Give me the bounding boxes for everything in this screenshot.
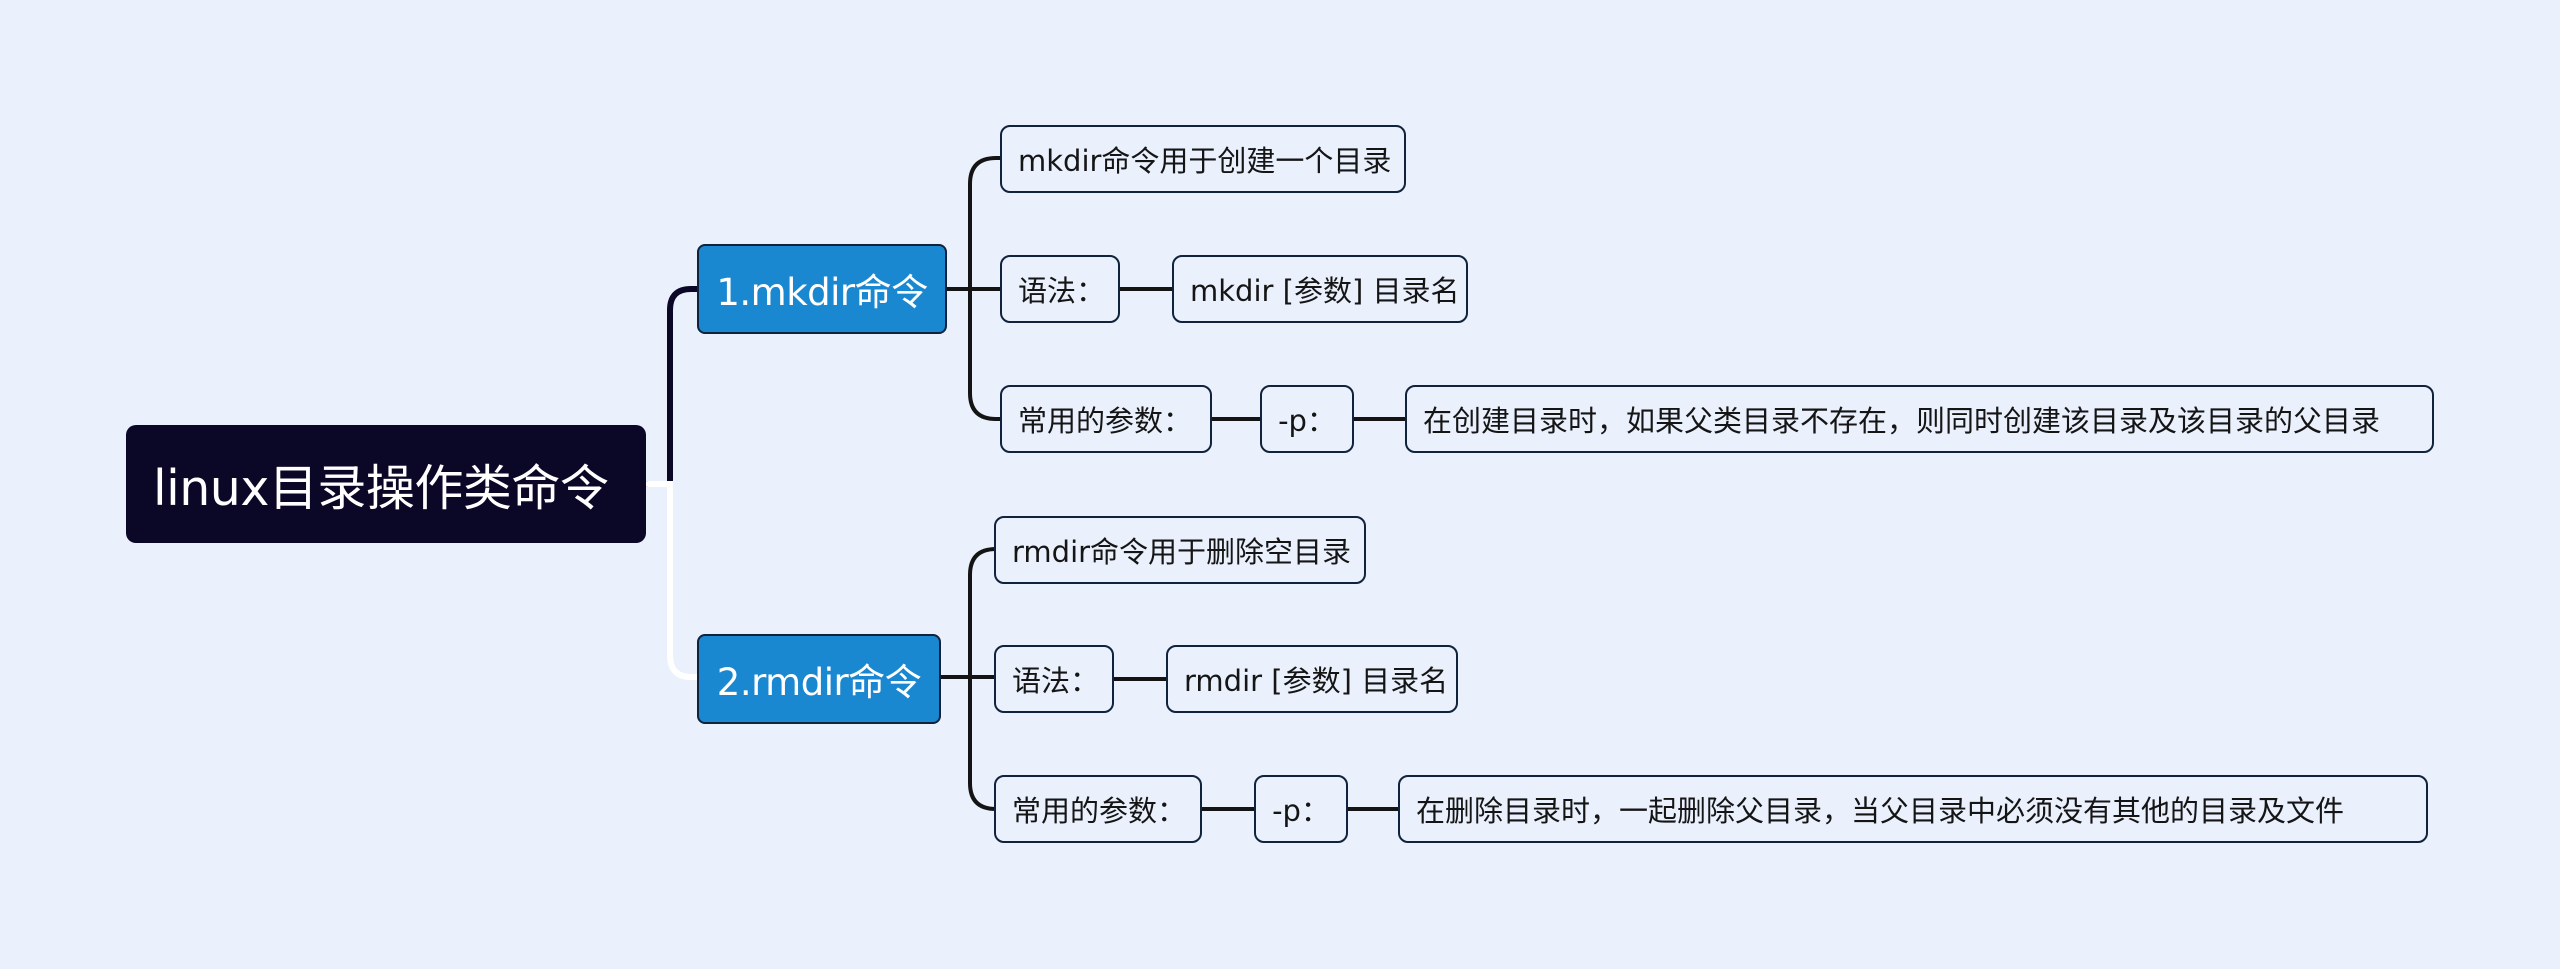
mkdir-param-description: 在创建目录时，如果父类目录不存在，则同时创建该目录及该目录的父目录: [1423, 404, 2381, 438]
rmdir-description-text: rmdir命令用于删除空目录: [1012, 535, 1352, 569]
branch-topic-label: 2.rmdir命令: [716, 661, 922, 704]
mkdir-syntax-label: 语法：: [1018, 274, 1106, 308]
root-topic-label: linux目录操作类命令: [153, 459, 609, 517]
mkdir-syntax-label-node[interactable]: 语法：: [1000, 255, 1120, 323]
branch-topic-label: 1.mkdir命令: [716, 271, 928, 314]
rmdir-syntax-value: rmdir [参数] 目录名: [1184, 664, 1449, 698]
mkdir-params-label-node[interactable]: 常用的参数：: [1000, 385, 1212, 453]
rmdir-syntax-label: 语法：: [1012, 664, 1100, 698]
rmdir-params-label: 常用的参数：: [1012, 794, 1187, 828]
branch-topic-rmdir[interactable]: 2.rmdir命令: [697, 634, 941, 724]
mkdir-description-text: mkdir命令用于创建一个目录: [1018, 144, 1392, 178]
rmdir-param-description-node[interactable]: 在删除目录时，一起删除父目录，当父目录中必须没有其他的目录及文件: [1398, 775, 2428, 843]
branch-2-to-description: [968, 547, 998, 679]
rmdir-params-label-node[interactable]: 常用的参数：: [994, 775, 1202, 843]
root-topic[interactable]: linux目录操作类命令: [126, 425, 646, 543]
branch-1-to-description: [968, 156, 1004, 291]
rmdir-syntax-label-node[interactable]: 语法：: [994, 645, 1114, 713]
rmdir-param-flag-node[interactable]: -p：: [1254, 775, 1348, 843]
mkdir-param-flag-node[interactable]: -p：: [1260, 385, 1354, 453]
branch-1-to-params: [968, 287, 1004, 421]
mkdir-syntax-value: mkdir [参数] 目录名: [1190, 274, 1460, 308]
branch-topic-mkdir[interactable]: 1.mkdir命令: [697, 244, 947, 334]
root-to-branch-1-connector: [645, 286, 703, 487]
mkdir-description-node[interactable]: mkdir命令用于创建一个目录: [1000, 125, 1406, 193]
rmdir-param-flag: -p：: [1272, 794, 1330, 828]
mkdir-param-flag: -p：: [1278, 404, 1336, 438]
rmdir-description-node[interactable]: rmdir命令用于删除空目录: [994, 516, 1366, 584]
mkdir-params-label: 常用的参数：: [1018, 404, 1193, 438]
root-to-branch-2-connector: [645, 481, 703, 680]
rmdir-syntax-value-node[interactable]: rmdir [参数] 目录名: [1166, 645, 1458, 713]
mkdir-syntax-value-node[interactable]: mkdir [参数] 目录名: [1172, 255, 1468, 323]
rmdir-param-description: 在删除目录时，一起删除父目录，当父目录中必须没有其他的目录及文件: [1416, 794, 2345, 828]
mkdir-param-description-node[interactable]: 在创建目录时，如果父类目录不存在，则同时创建该目录及该目录的父目录: [1405, 385, 2434, 453]
branch-2-to-params: [968, 675, 998, 811]
